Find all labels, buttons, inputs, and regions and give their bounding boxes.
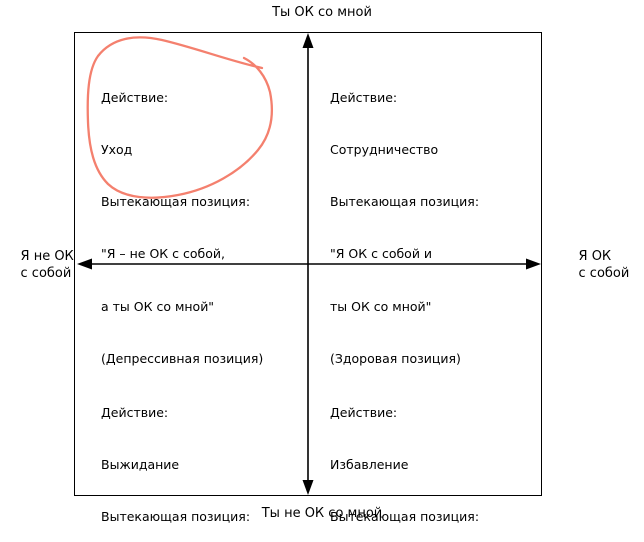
quadrant-bottom-left: Действие: Выжидание Вытекающая позиция: … (101, 369, 250, 542)
quadrant-top-right-line-3: Вытекающая позиция: (330, 194, 480, 210)
quadrant-top-left-line-1: Действие: (101, 89, 169, 105)
quadrant-top-left-line-5: а ты ОК со мной" (101, 298, 215, 314)
axis-label-left: Я не ОК с собой (4, 231, 74, 299)
axis-label-right-line-2: с собой (578, 266, 630, 281)
quadrant-top-right: Действие: Сотрудничество Вытекающая пози… (330, 54, 479, 402)
quadrant-bottom-right-line-2: Избавление (330, 457, 409, 473)
quadrant-bottom-right: Действие: Избавление Вытекающая позиция:… (330, 369, 510, 542)
quadrant-top-right-line-1: Действие: (330, 89, 398, 105)
quadrant-top-right-line-2: Сотрудничество (330, 142, 439, 158)
axis-label-bottom: Ты не ОК со мной (261, 506, 383, 521)
axis-label-left-line-2: с собой (20, 266, 72, 281)
quadrant-top-right-line-4: "Я ОК с собой и (330, 246, 433, 262)
axis-label-left-line-1: Я не ОК (20, 249, 74, 264)
quadrant-bottom-right-line-1: Действие: (330, 404, 398, 420)
quadrant-top-left: Действие: Уход Вытекающая позиция: "Я – … (101, 54, 263, 402)
quadrant-bottom-left-line-3: Вытекающая позиция: (101, 509, 251, 525)
quadrant-top-left-line-4: "Я – не ОК с собой, (101, 246, 225, 262)
quadrant-top-right-line-5: ты ОК со мной" (330, 298, 432, 314)
quadrant-bottom-left-line-1: Действие: (101, 404, 169, 420)
quadrant-top-left-line-2: Уход (101, 142, 133, 158)
axis-label-right: Я ОК с собой (562, 231, 642, 299)
quadrant-bottom-right-line-3: Вытекающая позиция: (330, 509, 480, 525)
quadrant-top-left-line-6: (Депрессивная позиция) (101, 350, 264, 366)
axis-label-top: Ты ОК со мной (272, 5, 372, 20)
axis-label-right-line-1: Я ОК (578, 249, 612, 264)
quadrant-top-left-line-3: Вытекающая позиция: (101, 194, 251, 210)
matrix-frame (74, 32, 542, 496)
quadrant-bottom-left-line-2: Выжидание (101, 457, 180, 473)
quadrant-top-right-line-6: (Здоровая позиция) (330, 350, 461, 366)
